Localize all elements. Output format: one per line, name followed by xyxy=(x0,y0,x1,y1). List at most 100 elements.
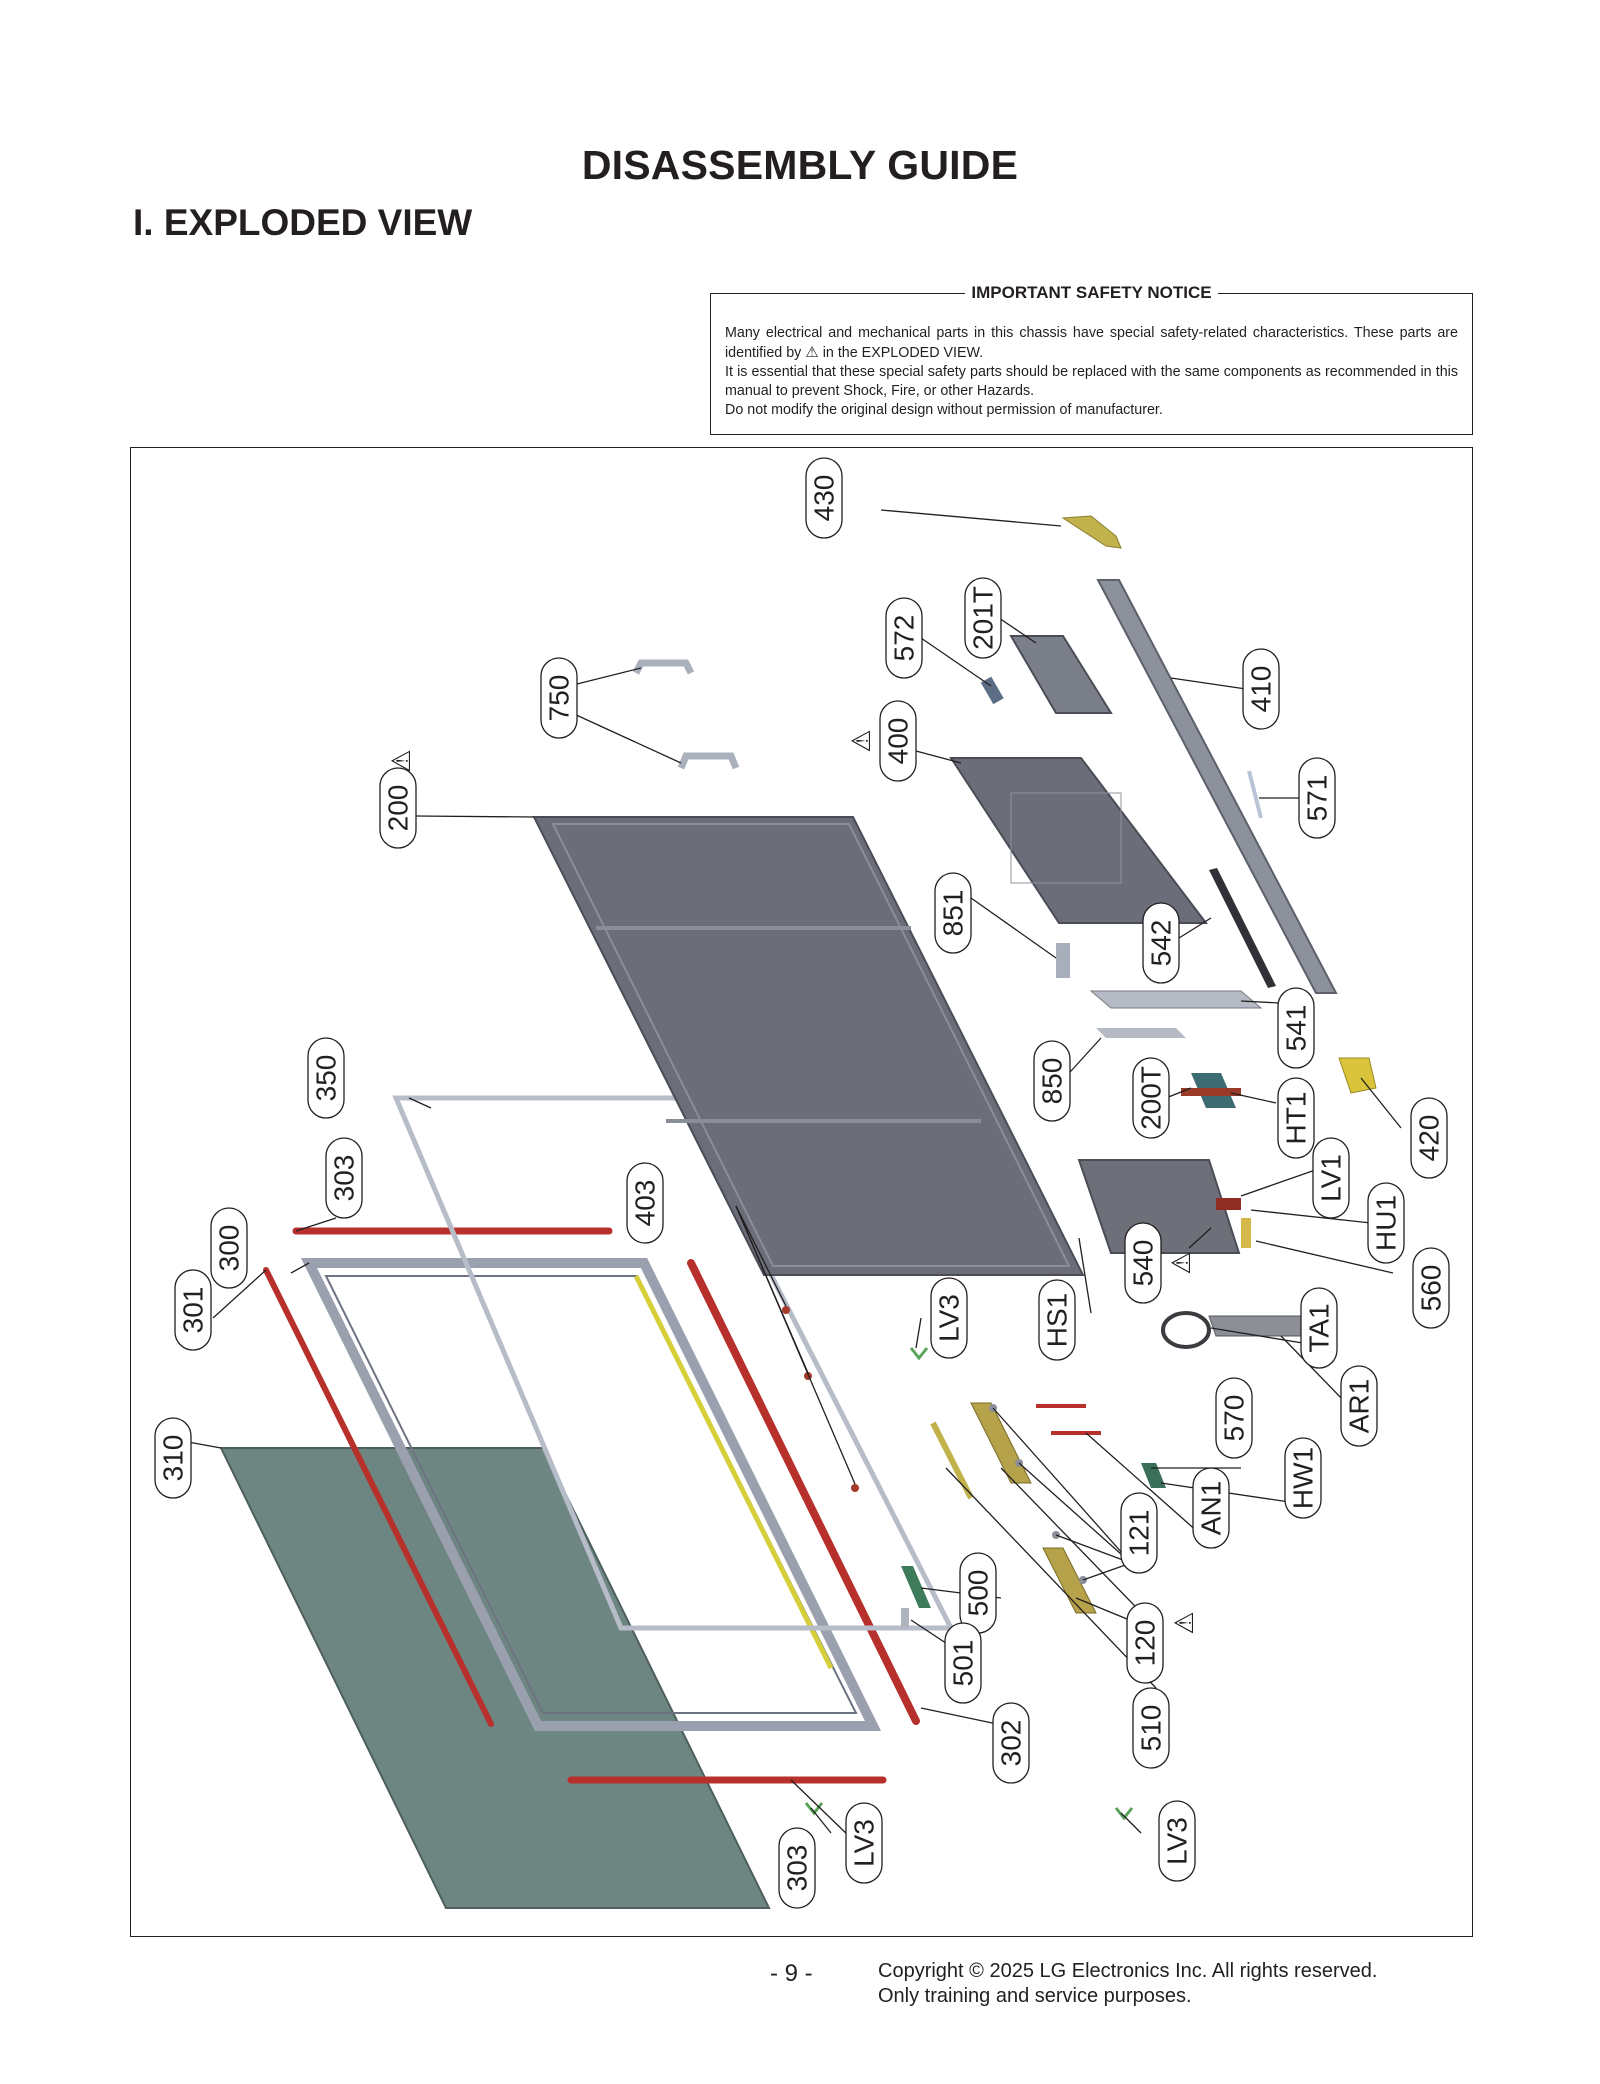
part-400-shield xyxy=(949,757,1209,924)
callout-310: 310 xyxy=(154,1417,192,1499)
part-LV3-clip-1 xyxy=(909,1347,929,1361)
callout-LV3-1: LV3 xyxy=(930,1277,968,1359)
parts-illustration xyxy=(219,515,1377,1909)
leader-lines xyxy=(165,509,1402,1839)
svg-text:121: 121 xyxy=(1124,1510,1155,1557)
svg-text:303: 303 xyxy=(782,1845,813,1892)
svg-text:851: 851 xyxy=(938,890,969,937)
svg-text:541: 541 xyxy=(1281,1005,1312,1052)
callout-300: 300 xyxy=(210,1207,248,1289)
exploded-view-drawing: 430 201T 572 410 750 400 200 571 851 542… xyxy=(154,457,1450,1909)
callout-410: 410 xyxy=(1242,648,1280,730)
callout-540: 540 xyxy=(1124,1222,1162,1304)
safety-notice-text-1a: Many electrical and mechanical parts in … xyxy=(725,325,1458,361)
part-LV3-clip-3 xyxy=(1114,1807,1134,1821)
part-300-frame xyxy=(300,1258,882,1731)
callout-200T: 200T xyxy=(1132,1057,1170,1139)
part-HU1 xyxy=(1216,1198,1241,1210)
part-120-speaker-bottom xyxy=(1042,1547,1097,1614)
callout-430: 430 xyxy=(805,457,843,539)
part-TA1 xyxy=(1161,1311,1211,1349)
safety-notice-body: Many electrical and mechanical parts in … xyxy=(725,324,1458,420)
part-200-cover-rim xyxy=(551,823,1071,1267)
svg-text:560: 560 xyxy=(1416,1265,1447,1312)
callout-571: 571 xyxy=(1298,757,1336,839)
safety-notice-paragraph-3: Do not modify the original design withou… xyxy=(725,402,1163,418)
callout-121: 121 xyxy=(1120,1492,1158,1574)
callout-541: 541 xyxy=(1277,987,1315,1069)
svg-text:410: 410 xyxy=(1246,666,1277,713)
svg-text:310: 310 xyxy=(158,1435,189,1482)
warning-triangle-icon: ⚠ xyxy=(805,344,819,361)
svg-text:TA1: TA1 xyxy=(1304,1303,1335,1352)
callout-TA1: TA1 xyxy=(1300,1287,1338,1369)
callout-120: 120 xyxy=(1126,1602,1164,1684)
callout-851: 851 xyxy=(934,872,972,954)
part-300-frame-inner xyxy=(324,1275,858,1714)
part-302-strip xyxy=(687,1259,920,1725)
callout-HU1: HU1 xyxy=(1367,1182,1405,1264)
callout-542: 542 xyxy=(1142,902,1180,984)
part-403-screw-1 xyxy=(782,1306,790,1314)
svg-text:572: 572 xyxy=(889,615,920,662)
part-851 xyxy=(1056,943,1070,978)
part-542 xyxy=(1209,868,1276,988)
callout-AN1: AN1 xyxy=(1192,1467,1230,1549)
svg-text:501: 501 xyxy=(948,1640,979,1687)
part-410 xyxy=(1096,579,1338,994)
warning-triangle-icon: ⚠ xyxy=(1166,1251,1196,1274)
part-420 xyxy=(1338,1057,1377,1094)
callout-303-top: 303 xyxy=(325,1137,363,1219)
svg-text:HU1: HU1 xyxy=(1371,1195,1402,1251)
part-500 xyxy=(901,1566,931,1608)
part-300-yellow-tape xyxy=(633,1274,834,1670)
callout-570: 570 xyxy=(1215,1377,1253,1459)
callout-LV1: LV1 xyxy=(1312,1137,1350,1219)
copyright-notice: Copyright © 2025 LG Electronics Inc. All… xyxy=(878,1959,1377,2009)
part-403-screw-3 xyxy=(851,1484,859,1492)
part-541 xyxy=(1089,990,1263,1009)
callout-HT1: HT1 xyxy=(1277,1077,1315,1159)
warning-triangle-icon: ⚠ xyxy=(846,729,876,752)
svg-text:571: 571 xyxy=(1302,775,1333,822)
copyright-line-1: Copyright © 2025 LG Electronics Inc. All… xyxy=(878,1960,1378,1982)
part-120-speaker-top xyxy=(970,1402,1032,1484)
callout-500: 500 xyxy=(959,1552,997,1634)
svg-text:420: 420 xyxy=(1414,1115,1445,1162)
part-560 xyxy=(1241,1218,1251,1248)
svg-text:510: 510 xyxy=(1136,1705,1167,1752)
part-200-cover-bottom xyxy=(532,816,1085,1276)
svg-text:201T: 201T xyxy=(968,586,999,650)
svg-text:LV3: LV3 xyxy=(849,1819,880,1867)
svg-text:200: 200 xyxy=(383,785,414,832)
part-LV3-clip-2 xyxy=(804,1802,824,1816)
svg-text:500: 500 xyxy=(963,1570,994,1617)
safety-warning-marks: ⚠ ⚠ ⚠ ⚠ xyxy=(386,729,1199,1634)
svg-text:120: 120 xyxy=(1130,1620,1161,1667)
callout-AR1: AR1 xyxy=(1340,1365,1378,1447)
callout-303-bottom: 303 xyxy=(778,1827,816,1909)
callout-420: 420 xyxy=(1410,1097,1448,1179)
callout-560: 560 xyxy=(1412,1247,1450,1329)
callout-200: 200 xyxy=(379,767,417,849)
safety-notice-paragraph-2: It is essential that these special safet… xyxy=(725,364,1458,399)
svg-text:HW1: HW1 xyxy=(1288,1447,1319,1509)
page-title: DISASSEMBLY GUIDE xyxy=(581,142,1019,188)
callout-201T: 201T xyxy=(964,577,1002,659)
svg-text:750: 750 xyxy=(544,675,575,722)
part-850 xyxy=(1096,1028,1186,1038)
svg-text:LV1: LV1 xyxy=(1316,1154,1347,1202)
exploded-view-diagram: 430 201T 572 410 750 400 200 571 851 542… xyxy=(130,447,1473,1937)
callout-501: 501 xyxy=(944,1622,982,1704)
part-510 xyxy=(930,1421,974,1500)
svg-text:AR1: AR1 xyxy=(1344,1379,1375,1433)
callout-HW1: HW1 xyxy=(1284,1437,1322,1519)
section-heading: I. EXPLODED VIEW xyxy=(133,202,473,243)
svg-text:400: 400 xyxy=(883,718,914,765)
callout-labels: 430 201T 572 410 750 400 200 571 851 542… xyxy=(154,457,1450,1909)
svg-text:301: 301 xyxy=(178,1287,209,1334)
part-571 xyxy=(1247,770,1263,819)
part-310-lcd-panel xyxy=(219,1447,771,1909)
svg-text:540: 540 xyxy=(1128,1240,1159,1287)
svg-text:HT1: HT1 xyxy=(1281,1092,1312,1145)
